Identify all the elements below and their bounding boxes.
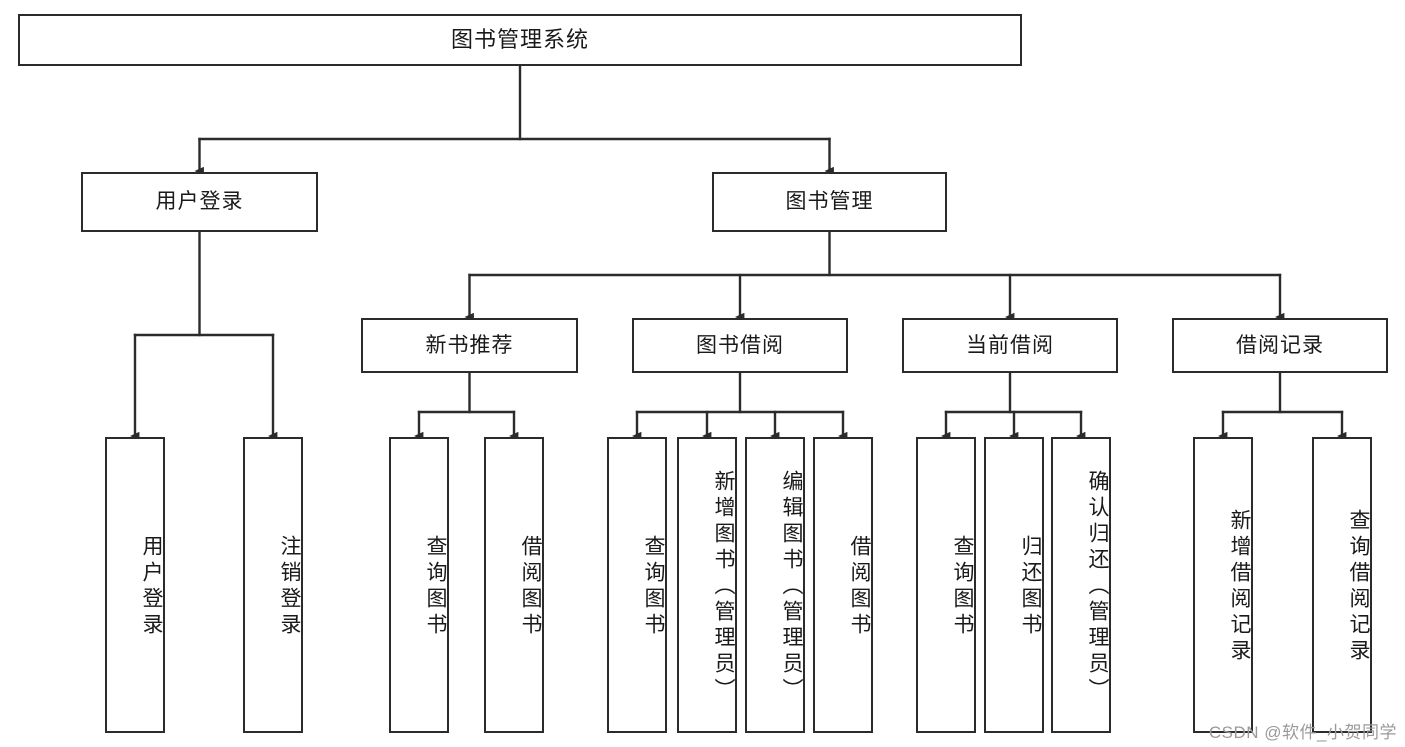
node-leaf-add-record[interactable]: 新增借阅记录: [1193, 437, 1253, 733]
node-leaf-borrow-book-1[interactable]: 借阅图书: [484, 437, 544, 733]
node-leaf-query-record[interactable]: 查询借阅记录: [1312, 437, 1372, 733]
node-leaf-label: 查询图书: [951, 535, 974, 639]
node-leaf-label: 新增借阅记录: [1228, 509, 1251, 665]
node-leaf-label: 查询图书: [642, 535, 665, 639]
node-root[interactable]: 图书管理系统: [18, 14, 1022, 66]
node-book-manage[interactable]: 图书管理: [712, 172, 947, 232]
node-leaf-query-book-1[interactable]: 查询图书: [389, 437, 449, 733]
node-leaf-user-logout[interactable]: 注销登录: [243, 437, 303, 733]
node-leaf-add-book[interactable]: 新增图书（管理员）: [677, 437, 737, 733]
node-leaf-label: 新增图书（管理员）: [712, 470, 735, 704]
node-borrow-record[interactable]: 借阅记录: [1172, 318, 1388, 373]
node-leaf-borrow-book-2[interactable]: 借阅图书: [813, 437, 873, 733]
node-leaf-query-book-2[interactable]: 查询图书: [607, 437, 667, 733]
node-leaf-user-login[interactable]: 用户登录: [105, 437, 165, 733]
node-leaf-label: 编辑图书（管理员）: [780, 470, 803, 704]
node-leaf-return-book[interactable]: 归还图书: [984, 437, 1044, 733]
node-leaf-label: 注销登录: [278, 535, 301, 639]
node-leaf-label: 借阅图书: [848, 535, 871, 639]
csdn-watermark: CSDN @软件_小贺同学: [1208, 723, 1397, 742]
node-leaf-label: 用户登录: [140, 535, 163, 639]
node-leaf-label: 归还图书: [1019, 535, 1042, 639]
node-user-login[interactable]: 用户登录: [81, 172, 318, 232]
node-leaf-label: 确认归还（管理员）: [1086, 470, 1109, 704]
node-current-borrow[interactable]: 当前借阅: [902, 318, 1118, 373]
node-new-book-recommend[interactable]: 新书推荐: [361, 318, 578, 373]
node-leaf-label: 查询图书: [424, 535, 447, 639]
node-book-borrow[interactable]: 图书借阅: [632, 318, 848, 373]
node-leaf-label: 查询借阅记录: [1347, 509, 1370, 665]
node-leaf-query-book-3[interactable]: 查询图书: [916, 437, 976, 733]
node-leaf-edit-book[interactable]: 编辑图书（管理员）: [745, 437, 805, 733]
node-leaf-label: 借阅图书: [519, 535, 542, 639]
node-leaf-confirm-return[interactable]: 确认归还（管理员）: [1051, 437, 1111, 733]
